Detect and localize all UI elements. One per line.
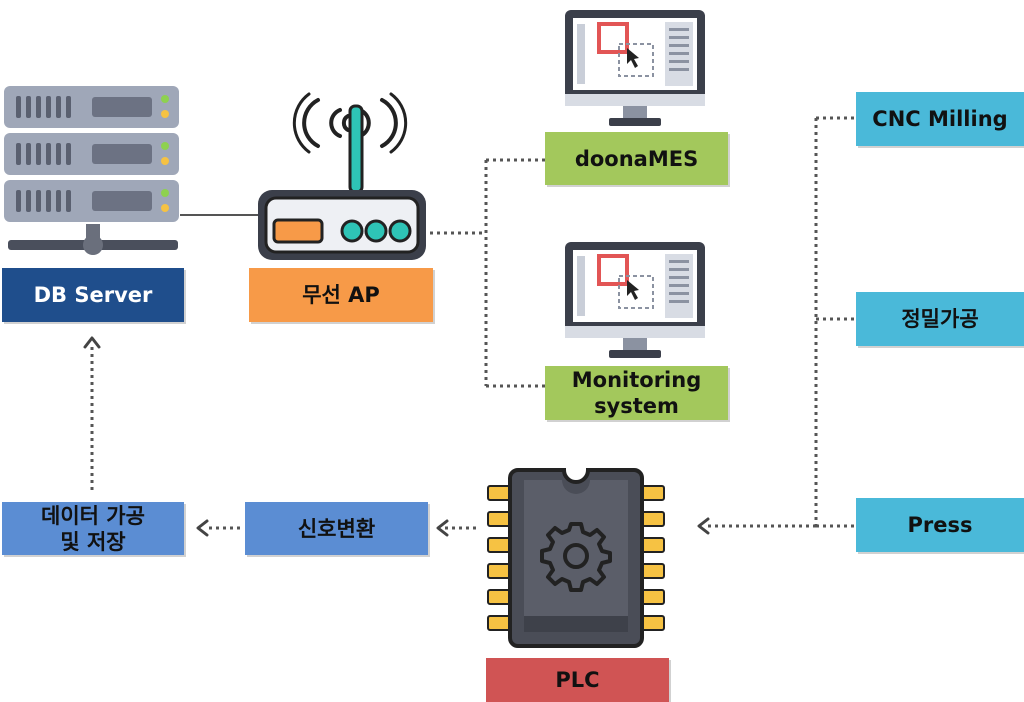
arrowhead-to-db	[83, 336, 101, 349]
db-server-box: DB Server	[2, 268, 184, 322]
signal-conversion-label: 신호변환	[297, 516, 376, 541]
wireless-ap-label: 무선 AP	[302, 283, 380, 307]
press-box: Press	[856, 498, 1024, 552]
doonames-box: doonaMES	[545, 132, 728, 185]
arrowhead-to-data	[196, 519, 209, 537]
monitoring-system-label: Monitoring system	[571, 368, 702, 418]
plc-label: PLC	[555, 668, 600, 692]
monitor-icon	[565, 242, 705, 358]
wireless-router-icon	[258, 92, 426, 260]
cnc-milling-label: CNC Milling	[872, 107, 1008, 131]
monitor-icon	[565, 10, 705, 126]
server-rack-icon	[4, 86, 179, 255]
wireless-ap-box: 무선 AP	[249, 268, 433, 322]
plc-box: PLC	[486, 658, 669, 702]
gear-icon	[540, 522, 612, 592]
monitoring-system-box: Monitoring system	[545, 366, 728, 420]
precision-machining-box: 정밀가공	[856, 292, 1024, 346]
db-server-label: DB Server	[33, 283, 153, 307]
precision-machining-label: 정밀가공	[901, 307, 979, 331]
cnc-milling-box: CNC Milling	[856, 92, 1024, 146]
doonames-label: doonaMES	[574, 146, 699, 171]
press-label: Press	[907, 513, 973, 537]
arrowhead-to-signal	[436, 519, 449, 537]
signal-conversion-box: 신호변환	[245, 502, 428, 555]
data-processing-label: 데이터 가공 및 저장	[41, 503, 145, 554]
arrowhead-to-plc	[697, 517, 710, 535]
data-processing-box: 데이터 가공 및 저장	[2, 502, 184, 555]
